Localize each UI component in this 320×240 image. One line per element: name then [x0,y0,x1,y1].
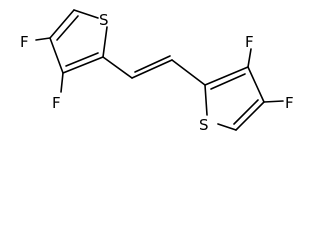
bond-c3-c4-right [247,66,265,103]
bond-s-c5-left [73,9,99,19]
bond-c2-vinyl-left [102,56,133,79]
bond-c4-c3-left [49,37,64,74]
bond-c4-c5-right-double [233,99,259,125]
atom-s-right: S [199,116,209,134]
vinylene-bridge [102,55,206,86]
bond-c5-s-right [217,123,237,131]
atom-f-left-bottom: F [52,94,61,112]
left-thiophene-ring [35,9,108,93]
bond-vinyl-double [131,59,173,79]
atom-f-right-top: F [245,33,254,51]
bond-c2-s-left [102,26,108,58]
bond-c3-f-left [60,72,64,93]
atom-s-left: S [99,11,109,29]
bond-s-c2-right [204,84,208,116]
bond-vinyl-c2-right [171,59,206,86]
bond-vinyl-double-inner [134,55,171,73]
bond-c3-c2-left [62,56,104,74]
atom-f-right-bottom: F [285,94,294,112]
bond-c4-c5-right [235,101,265,131]
atom-f-left-top: F [20,33,29,51]
bond-c4-f-right [263,100,284,103]
bond-c4-f-left [35,37,51,41]
bond-c5-c4-left [49,9,75,39]
bond-c5-c4-left-double [56,15,79,41]
bond-c2-c3-right-double [210,73,246,90]
bond-c2-c3-right [204,66,249,86]
molecule-diagram: S F F F F S [20,9,294,134]
bond-c3-c2-left-double [65,52,99,67]
bond-c3-f-right [247,48,252,68]
right-thiophene-ring [204,48,284,131]
